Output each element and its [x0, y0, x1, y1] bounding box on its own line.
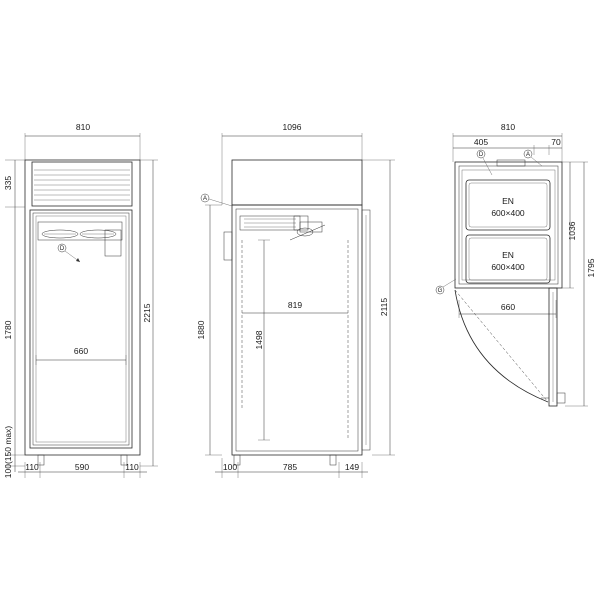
top-door-handle [556, 392, 566, 404]
front-louvres [34, 169, 130, 201]
side-left-height-label: 1880 [196, 320, 206, 339]
front-cabinet-outline [24, 159, 141, 456]
door-swing-arc [454, 289, 549, 403]
side-total-height-label: 2115 [379, 298, 389, 317]
side-cabinet-body [231, 204, 363, 456]
top-view: 810 405 70 EN 600×400 EN 600×400 D [435, 122, 596, 407]
side-inner-depth-label: 819 [288, 300, 302, 310]
side-depth-label: 1096 [283, 122, 302, 132]
tray-2-type: EN [502, 250, 514, 260]
svg-text:D: D [60, 246, 65, 252]
front-door [29, 209, 133, 449]
side-left-offset-label: 100 [223, 462, 237, 472]
top-open-depth-label: 1795 [586, 258, 596, 277]
front-control-box [104, 229, 122, 257]
side-view: 1096 A [196, 122, 395, 478]
side-body-depth-label: 785 [283, 462, 297, 472]
front-foot-left [37, 454, 45, 466]
front-inner-width-label: 660 [74, 346, 88, 356]
front-top-unit [31, 161, 133, 207]
side-handle [223, 231, 233, 261]
side-evaporator [239, 215, 326, 241]
top-tray-1: EN 600×400 [465, 179, 551, 231]
front-evaporator-fans [37, 221, 123, 257]
top-inner-width-label: 660 [501, 302, 515, 312]
front-callout-d: D [57, 243, 81, 263]
side-door [361, 209, 371, 451]
front-view: 810 D [3, 122, 158, 478]
front-width-label: 810 [76, 122, 90, 132]
side-callout-a: A [200, 193, 233, 207]
top-width-label: 810 [501, 122, 515, 132]
front-total-height-label: 2215 [142, 303, 152, 322]
side-inner-height-label: 1498 [254, 330, 264, 349]
front-top-height-label: 335 [3, 176, 13, 190]
front-right-offset-label: 110 [125, 462, 139, 472]
top-edge-offset-label: 70 [551, 137, 561, 147]
tray-1-size: 600×400 [491, 208, 525, 218]
top-cabinet-outline [454, 161, 563, 289]
side-top-housing [231, 159, 363, 206]
front-door-width-label: 590 [75, 462, 89, 472]
svg-text:A: A [526, 152, 530, 158]
top-inner-depth-label: 1036 [567, 221, 577, 240]
top-callout-d: D [476, 149, 493, 176]
front-body-height-label: 1780 [3, 320, 13, 339]
svg-text:D: D [479, 152, 484, 158]
front-left-offset-label: 110 [25, 462, 39, 472]
tray-1-type: EN [502, 196, 514, 206]
tray-2-size: 600×400 [491, 262, 525, 272]
top-tray-2: EN 600×400 [465, 234, 551, 284]
front-door-inner [32, 212, 130, 446]
top-open-door [548, 287, 558, 407]
top-partial-width-label: 405 [474, 137, 488, 147]
side-right-offset-label: 149 [345, 462, 359, 472]
top-callout-a: A [523, 149, 543, 167]
front-base-height-label: 100(150 max) [3, 426, 13, 479]
top-evaporator [496, 159, 526, 167]
svg-text:G: G [438, 288, 443, 294]
svg-text:A: A [203, 196, 207, 202]
top-callout-g: G [435, 278, 457, 295]
